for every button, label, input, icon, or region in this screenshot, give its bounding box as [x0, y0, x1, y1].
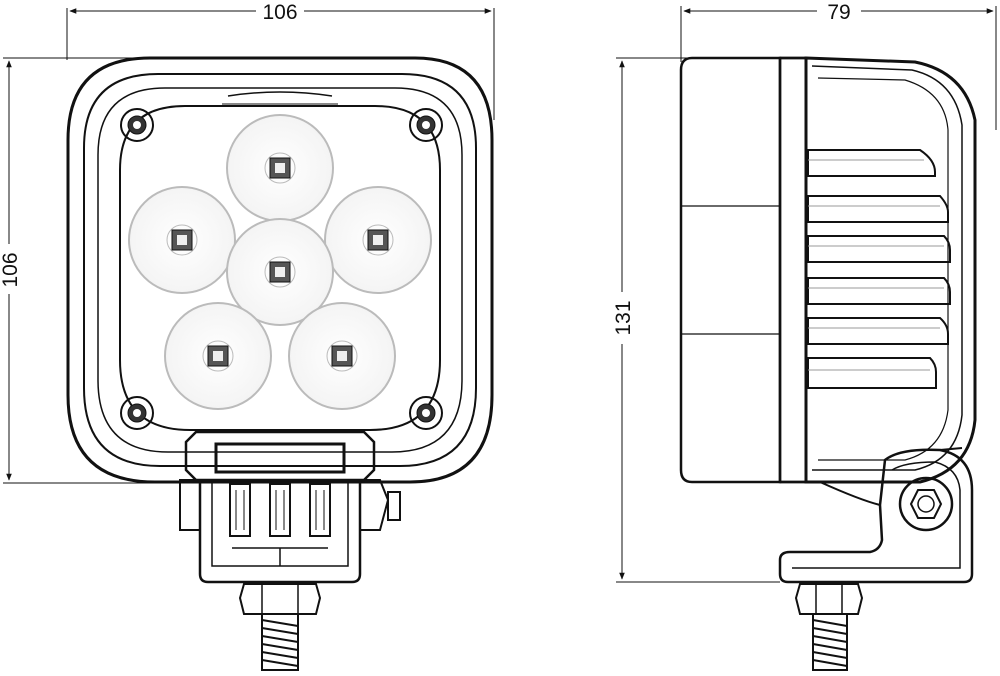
side-bezel [679, 56, 782, 484]
side-height-label: 131 [612, 300, 635, 335]
side-bracket [778, 447, 974, 584]
led-right-icon [324, 186, 432, 294]
front-view [66, 56, 494, 671]
front-height-dimension: 106 [0, 57, 175, 484]
front-width-label: 106 [262, 1, 297, 24]
front-width-dimension: 106 [66, 0, 495, 120]
led-top-icon [226, 114, 334, 222]
front-bolt-icon [261, 613, 299, 671]
front-nut-icon [238, 583, 322, 615]
cooling-fins [807, 149, 951, 389]
lens [119, 105, 441, 431]
front-height-label: 106 [0, 252, 22, 287]
led-bottom-right-icon [288, 302, 396, 410]
side-nut-icon [794, 583, 864, 615]
led-left-icon [128, 186, 236, 294]
housing-outer [66, 56, 494, 484]
screw-bottom-left-icon [120, 396, 154, 430]
led-bottom-left-icon [164, 302, 272, 410]
side-height-dimension: 131 [608, 57, 780, 583]
screw-top-right-icon [409, 108, 443, 142]
front-bracket [179, 479, 401, 584]
side-bolt-icon [812, 613, 848, 671]
side-rear-body [804, 56, 977, 484]
pivot-bolt-icon [898, 476, 954, 532]
side-depth-label: 79 [827, 1, 850, 24]
housing-inner-ring [83, 73, 477, 467]
screw-bottom-right-icon [409, 396, 443, 430]
screw-top-left-icon [120, 108, 154, 142]
led-center-icon [226, 218, 334, 326]
side-view [679, 56, 977, 671]
side-depth-dimension: 79 [680, 0, 997, 130]
